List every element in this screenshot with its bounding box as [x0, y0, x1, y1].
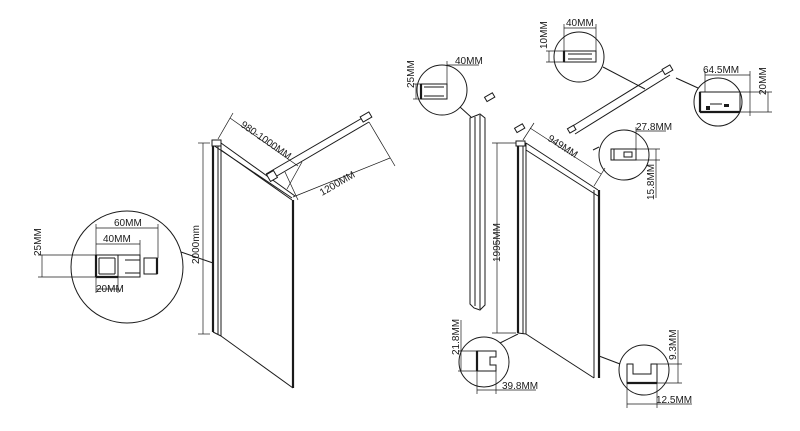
channel-bottom-height-label: 21.8MM [451, 319, 462, 355]
right-height-label: 1995MM [492, 223, 503, 262]
u-channel-height-label: 9.3MM [668, 329, 679, 360]
right-glass-panel [515, 140, 601, 379]
right-separate-profile [469, 92, 526, 311]
channel-top-height-label: 15.8MM [646, 164, 657, 200]
right-bottom-channel-detail: 21.8MM 39.8MM [451, 319, 538, 394]
right-width-label: 949MM [545, 133, 579, 160]
bracket-height-label: 20MM [758, 67, 769, 95]
left-arm-label: 1200MM [318, 170, 357, 199]
left-height-label: 2000mm [191, 225, 202, 264]
left-support-arm [265, 111, 373, 183]
left-detail-height-label: 25MM [33, 228, 44, 256]
u-channel-width-label: 12.5MM [656, 395, 692, 406]
left-detail-bottom-label: 20MM [96, 284, 124, 295]
right-height-dimension: 1995MM [492, 142, 516, 334]
top-profile-height-label: 25MM [406, 60, 417, 88]
channel-top-width-label: 27.8MM [636, 122, 672, 133]
channel-bottom-width-label: 39.8MM [502, 381, 538, 392]
arm-profile-height-label: 10MM [539, 21, 550, 49]
right-arm-profile-detail: 40MM 10MM [539, 18, 646, 90]
right-support-arm [566, 64, 674, 135]
left-detail-inner-label: 40MM [103, 234, 131, 245]
bracket-width-label: 64.5MM [703, 65, 739, 76]
right-bracket-detail: 64.5MM 20MM [675, 65, 772, 127]
right-top-channel-detail: 27.8MM 15.8MM [592, 122, 672, 200]
right-width-dimension: 949MM [522, 122, 606, 187]
right-u-channel-detail: 9.3MM 12.5MM [598, 329, 692, 408]
left-detail-outer-label: 60MM [114, 218, 142, 229]
arm-profile-width-label: 40MM [566, 18, 594, 29]
top-profile-width-label: 40MM [455, 56, 483, 67]
left-height-dimension: 2000mm [191, 142, 210, 335]
left-width-label: 980-1000MM [238, 119, 293, 162]
right-top-profile-detail: 40MM 25MM [406, 56, 483, 118]
left-profile-detail: 60MM 40MM 25MM 20MM [33, 210, 214, 324]
left-glass-panel [211, 139, 296, 389]
